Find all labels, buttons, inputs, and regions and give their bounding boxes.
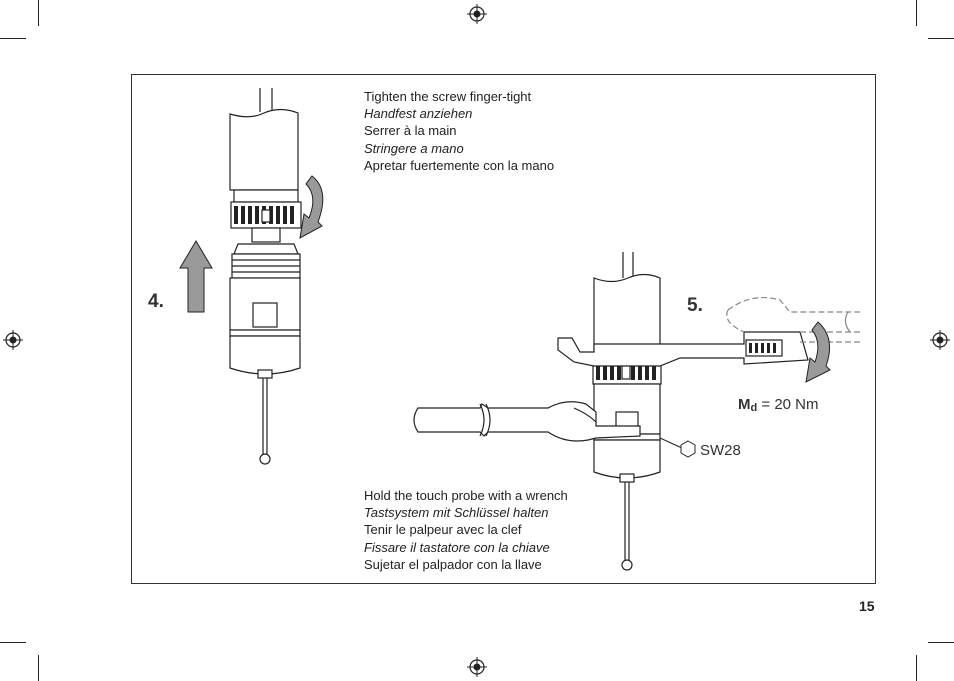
registration-mark-icon (467, 4, 487, 24)
wrench-size-label: SW28 (700, 442, 741, 459)
step5-instructions: Hold the touch probe with a wrench Tasts… (364, 487, 568, 573)
instruction-line-fr: Serrer à la main (364, 123, 457, 139)
up-arrow-icon (179, 240, 213, 313)
instruction-line-es: Sujetar el palpador con la llave (364, 556, 542, 572)
instruction-line-en: Tighten the screw finger-tight (364, 89, 532, 104)
registration-mark-icon (467, 657, 487, 677)
crop-mark (38, 655, 39, 681)
hexagon-icon (680, 440, 696, 458)
crop-mark (0, 38, 26, 39)
rotate-arrow-icon (805, 321, 831, 383)
torque-symbol: M (738, 396, 751, 413)
instruction-line-de: Tastsystem mit Schlüssel halten (364, 505, 549, 521)
touch-probe-step5-icon (592, 252, 662, 571)
torque-value: = 20 Nm (761, 396, 819, 413)
step4-instructions: Tighten the screw finger-tight Handfest … (364, 88, 554, 174)
step-number-4: 4. (148, 291, 164, 312)
step-number-5: 5. (687, 295, 703, 316)
crop-mark (0, 642, 26, 643)
instruction-line-es: Apretar fuertemente con la mano (364, 157, 555, 173)
registration-mark-icon (930, 330, 950, 350)
instruction-line-it: Fissare il tastatore con la chiave (364, 539, 550, 555)
crop-mark (928, 642, 954, 643)
instruction-line-it: Stringere a mano (364, 140, 464, 156)
touch-probe-step4-icon (229, 88, 302, 465)
crop-mark (916, 655, 917, 681)
instruction-frame (131, 74, 876, 584)
page-number: 15 (859, 598, 875, 614)
instruction-line-en: Hold the touch probe with a wrench (364, 488, 568, 503)
torque-wrench-icon (557, 297, 860, 367)
instruction-line-fr: Tenir le palpeur avec la clef (364, 522, 522, 538)
crop-mark (38, 0, 39, 26)
crop-mark (916, 0, 917, 26)
instruction-line-de: Handfest anziehen (364, 106, 473, 122)
rotate-arrow-icon (299, 175, 324, 239)
torque-label: Md = 20 Nm (738, 396, 819, 414)
crop-mark (928, 38, 954, 39)
torque-subscript: d (750, 402, 758, 414)
registration-mark-icon (3, 330, 23, 350)
holding-wrench-icon (413, 401, 641, 442)
